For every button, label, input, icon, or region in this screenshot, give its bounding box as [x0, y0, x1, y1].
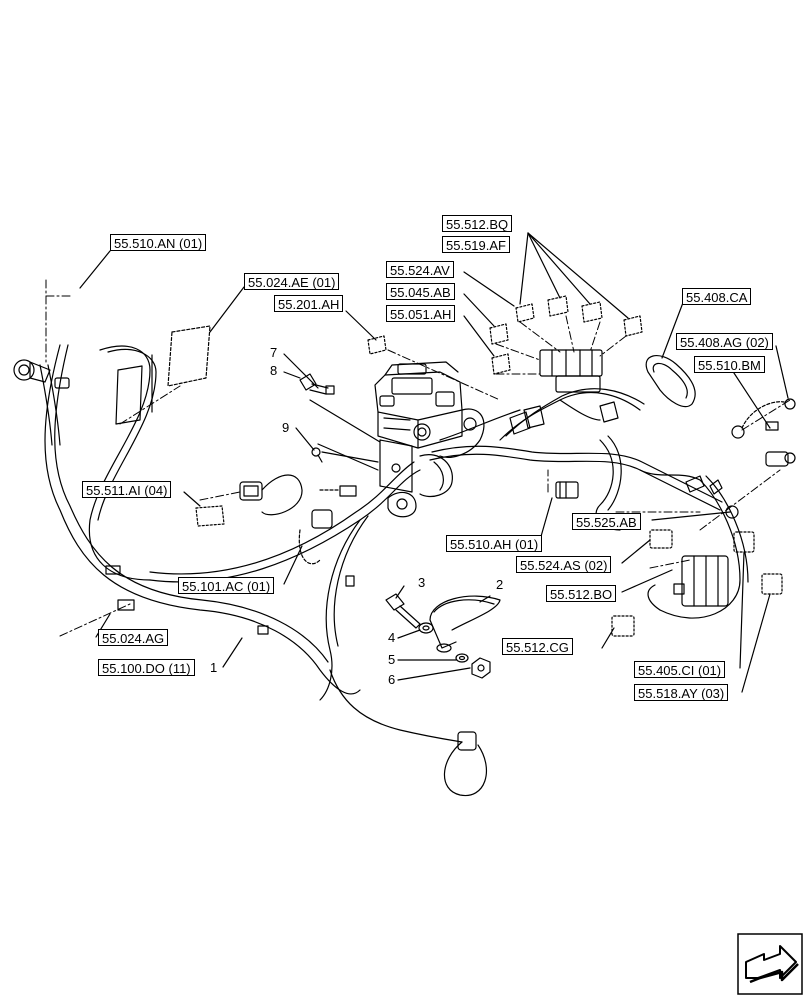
- item-number-7: 7: [270, 345, 278, 360]
- ref-55-024-ag[interactable]: 55.024.AG: [98, 629, 169, 646]
- ref-55-510-ah-01[interactable]: 55.510.AH (01): [446, 535, 543, 552]
- ref-55-512-bo[interactable]: 55.512.BO: [546, 585, 617, 602]
- next-page-arrow-icon[interactable]: [736, 932, 804, 996]
- ref-55-525-ab[interactable]: 55.525.AB: [572, 513, 641, 530]
- item-number-6: 6: [388, 672, 396, 687]
- ref-55-408-ag-02[interactable]: 55.408.AG (02): [676, 333, 773, 350]
- ref-55-510-an-01[interactable]: 55.510.AN (01): [110, 234, 207, 251]
- ref-55-518-ay-03[interactable]: 55.518.AY (03): [634, 684, 729, 701]
- ref-55-524-as-02[interactable]: 55.524.AS (02): [516, 556, 612, 573]
- ref-55-519-af[interactable]: 55.519.AF: [442, 236, 510, 253]
- item-number-5: 5: [388, 652, 396, 667]
- ref-55-512-cg[interactable]: 55.512.CG: [502, 638, 573, 655]
- ref-55-101-ac-01[interactable]: 55.101.AC (01): [178, 577, 275, 594]
- ref-55-201-ah[interactable]: 55.201.AH: [274, 295, 344, 312]
- ref-55-045-ab[interactable]: 55.045.AB: [386, 283, 455, 300]
- ref-55-051-ah[interactable]: 55.051.AH: [386, 305, 456, 322]
- ref-55-510-bm[interactable]: 55.510.BM: [694, 356, 765, 373]
- ref-55-100-do-11[interactable]: 55.100.DO (11): [98, 659, 195, 676]
- ref-55-524-av[interactable]: 55.524.AV: [386, 261, 454, 278]
- ref-55-511-ai-04[interactable]: 55.511.AI (04): [82, 481, 172, 498]
- item-number-3: 3: [418, 575, 426, 590]
- ref-55-024-ae-01[interactable]: 55.024.AE (01): [244, 273, 340, 290]
- item-number-8: 8: [270, 363, 278, 378]
- ref-55-408-ca[interactable]: 55.408.CA: [682, 288, 752, 305]
- ref-55-512-bq[interactable]: 55.512.BQ: [442, 215, 513, 232]
- item-number-1: 1: [210, 660, 218, 675]
- ref-55-405-ci-01[interactable]: 55.405.CI (01): [634, 661, 726, 678]
- item-number-2: 2: [496, 577, 504, 592]
- item-number-4: 4: [388, 630, 396, 645]
- item-number-9: 9: [282, 420, 290, 435]
